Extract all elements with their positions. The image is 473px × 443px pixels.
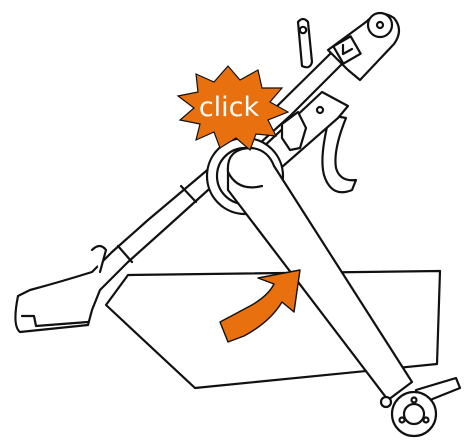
- top-joint-pin: [377, 22, 383, 28]
- wheel-bolt: [400, 418, 405, 423]
- wheel-axle: [381, 397, 391, 407]
- wheel-inner: [404, 404, 424, 424]
- linkage-pin: [317, 107, 323, 113]
- bracket-pin: [300, 27, 306, 33]
- wheel-bolt: [412, 398, 417, 403]
- wheel-bolt: [424, 418, 429, 423]
- click-label: click: [199, 92, 260, 123]
